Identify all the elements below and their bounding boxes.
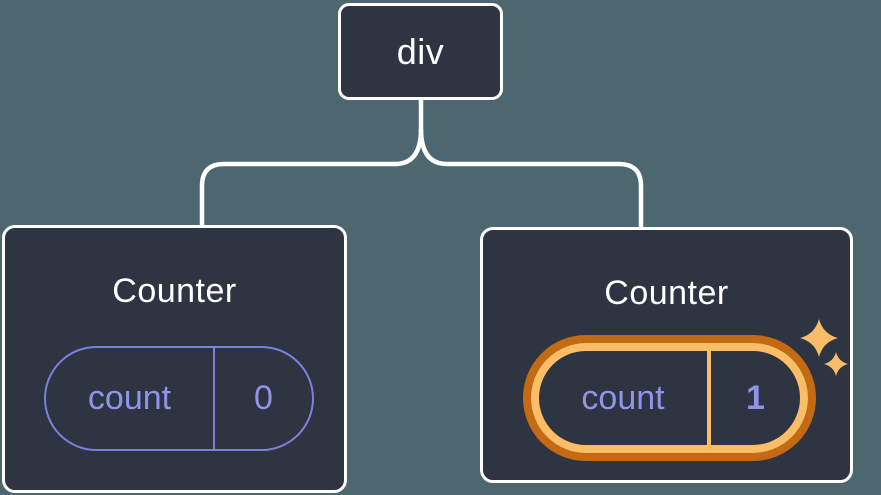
state-pill-highlighted: count 1 [523, 335, 816, 461]
counter-title: Counter [604, 274, 729, 312]
counter-card-left: Counter count 0 [2, 225, 347, 493]
state-value: 1 [746, 378, 765, 417]
sparkles-icon [800, 319, 848, 376]
root-node-label: div [396, 30, 445, 72]
counter-card-right: Counter count 1 [480, 227, 853, 483]
connector-left-branch [199, 128, 424, 225]
sparkle-small [824, 352, 848, 376]
root-node-div: div [338, 3, 503, 100]
counter-title: Counter [112, 272, 237, 310]
connector-right-branch [418, 128, 644, 227]
state-value: 0 [254, 379, 273, 417]
state-name: count [46, 348, 215, 449]
state-pill: count 0 [44, 346, 314, 451]
sparkle-large [800, 319, 838, 357]
state-name: count [539, 351, 711, 445]
state-pill-inner: count 1 [531, 343, 808, 453]
